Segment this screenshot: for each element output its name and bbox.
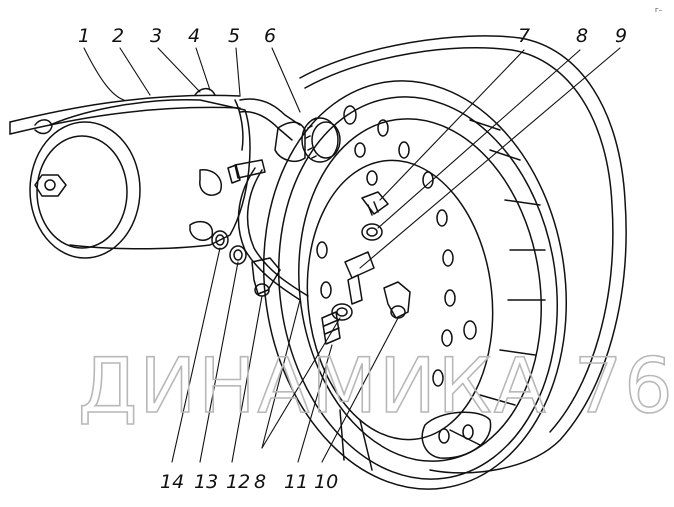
callout-labels: 1 2 3 4 5 6 7 8 9 14 13 12 8 11 10 [78,25,627,493]
callout-8-bottom: 8 [254,471,266,493]
callout-9: 9 [615,25,627,47]
callout-11: 11 [284,471,308,493]
callout-14: 14 [160,471,184,493]
hose-connector [227,98,341,301]
callout-2: 2 [112,25,124,47]
leader-lines [83,47,621,463]
callout-10: 10 [314,471,338,493]
actuator-motor [9,87,251,259]
callout-8-top: 8 [576,25,588,47]
corner-mark: г– [655,6,663,14]
callout-5: 5 [228,25,240,47]
callout-3: 3 [150,25,162,47]
fittings [211,191,411,345]
callout-1: 1 [78,25,90,47]
callout-4: 4 [188,25,200,47]
callout-7: 7 [518,25,530,47]
callout-6: 6 [264,25,276,47]
callout-12: 12 [226,471,250,493]
wheel-drum [262,35,627,490]
watermark: ДИНАМИКА 76 [78,341,674,430]
callout-13: 13 [194,471,218,493]
